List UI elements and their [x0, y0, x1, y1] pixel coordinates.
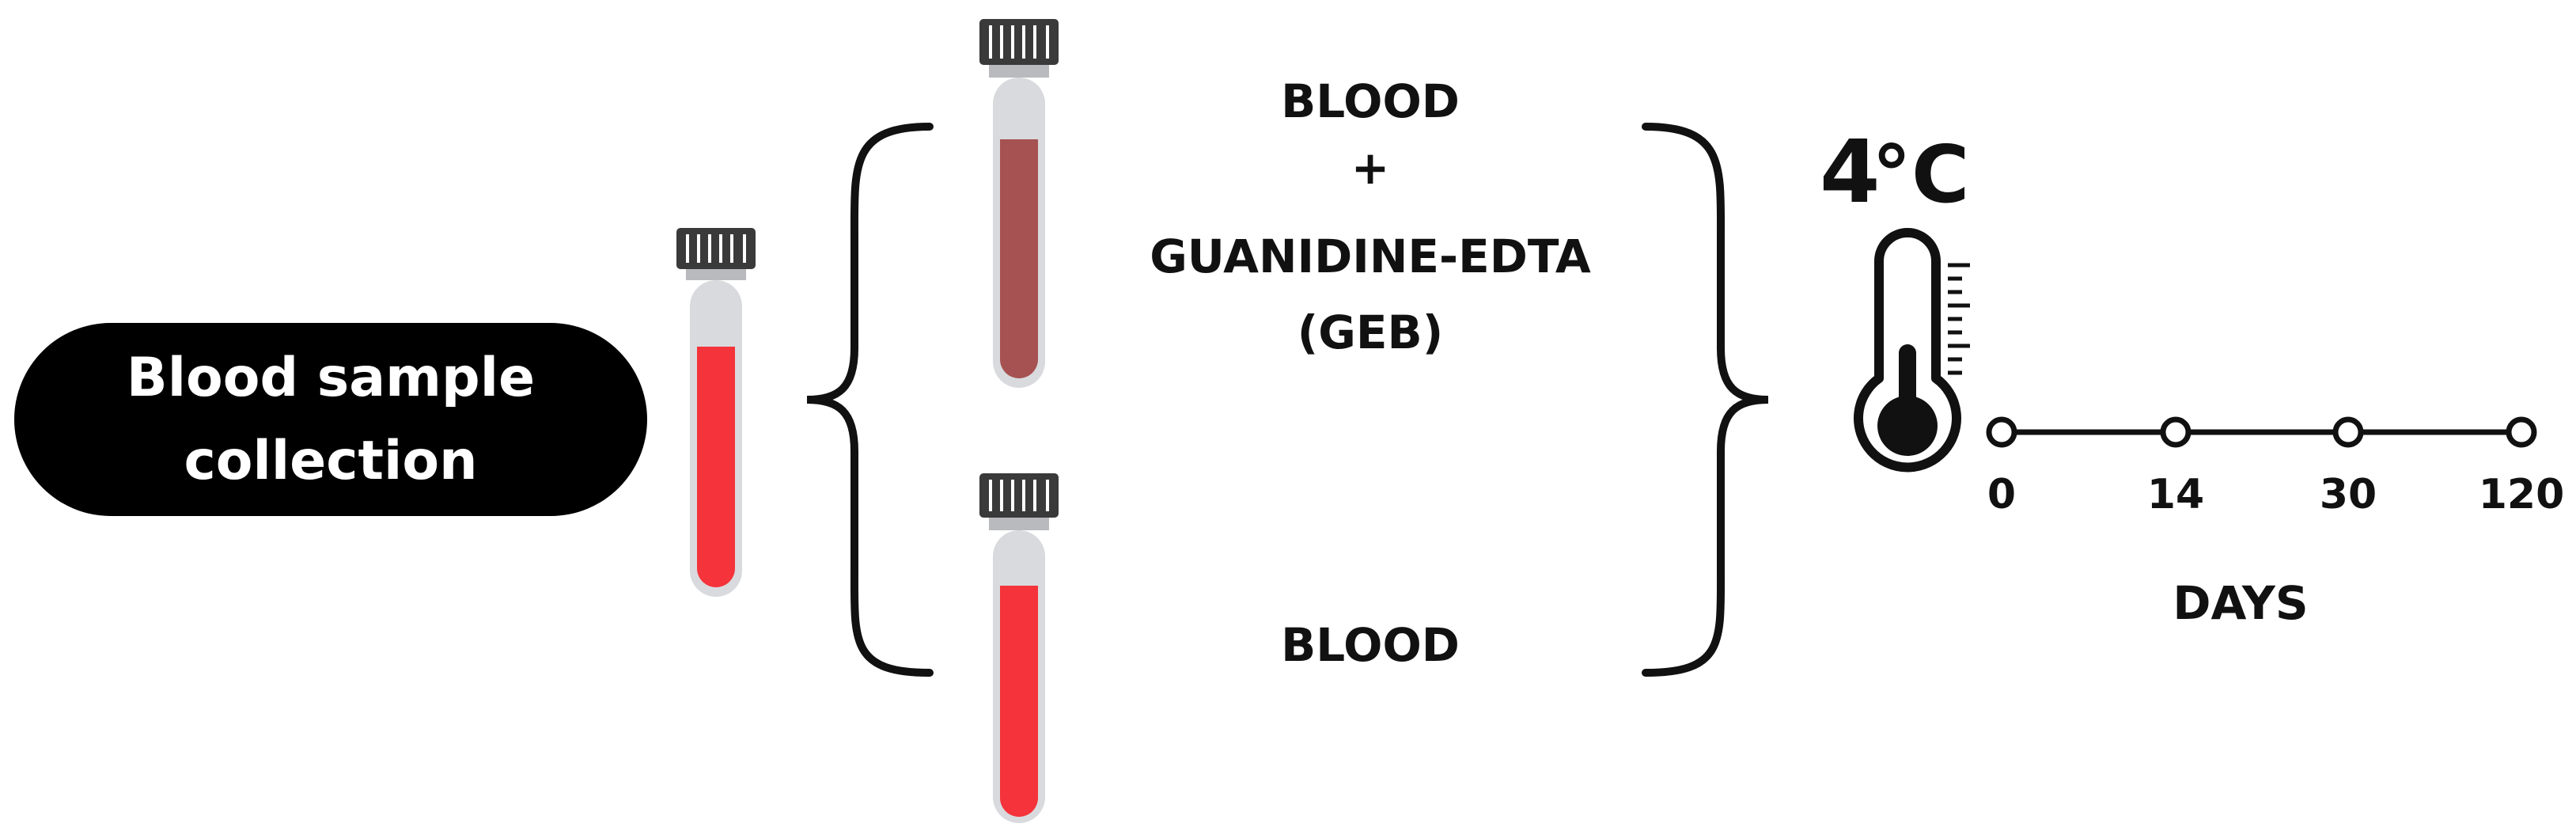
- tube-cap-icon: [676, 228, 756, 280]
- geb-label-line2: +: [1351, 141, 1390, 195]
- temperature-unit: °C: [1872, 128, 1969, 221]
- timeline-label-120: 120: [2479, 471, 2565, 518]
- timeline-label-14: 14: [2147, 471, 2204, 518]
- thermometer-icon: [1854, 228, 1970, 473]
- geb-label-line1: BLOOD: [1281, 74, 1460, 128]
- right-brace: [1642, 123, 1769, 677]
- timeline-point-0: [1986, 416, 2017, 448]
- timeline-point-30: [2332, 416, 2364, 448]
- timeline-label-30: 30: [2320, 471, 2377, 518]
- tube-collected: [676, 228, 756, 597]
- collection-pill-background: [14, 323, 647, 516]
- timeline-point-14: [2160, 416, 2191, 448]
- timeline-days-label: DAYS: [2173, 576, 2308, 630]
- geb-label-line4: (GEB): [1297, 306, 1443, 359]
- tube-geb: [979, 19, 1059, 388]
- tube-cap-icon: [979, 19, 1059, 78]
- geb-label-line3: GUANIDINE-EDTA: [1150, 230, 1591, 283]
- temperature-value: 4: [1820, 121, 1881, 222]
- geb-condition-label: BLOOD + GUANIDINE-EDTA (GEB): [1150, 74, 1591, 359]
- tube-geb-fill: [1000, 139, 1038, 378]
- collection-label-line1: Blood sample: [127, 347, 535, 409]
- timeline-label-0: 0: [1987, 471, 2016, 518]
- blood-condition-label: BLOOD: [1281, 618, 1460, 672]
- tube-blood-fill: [1000, 586, 1038, 817]
- left-brace: [806, 123, 934, 677]
- tube-blood-fill: [697, 347, 735, 587]
- collection-pill: Blood sample collection: [14, 323, 647, 516]
- timeline: 0 14 30 120 DAYS: [1986, 416, 2565, 630]
- tube-blood: [979, 473, 1059, 823]
- tube-cap-icon: [979, 473, 1059, 530]
- collection-label-line2: collection: [184, 430, 477, 492]
- timeline-point-120: [2506, 416, 2537, 448]
